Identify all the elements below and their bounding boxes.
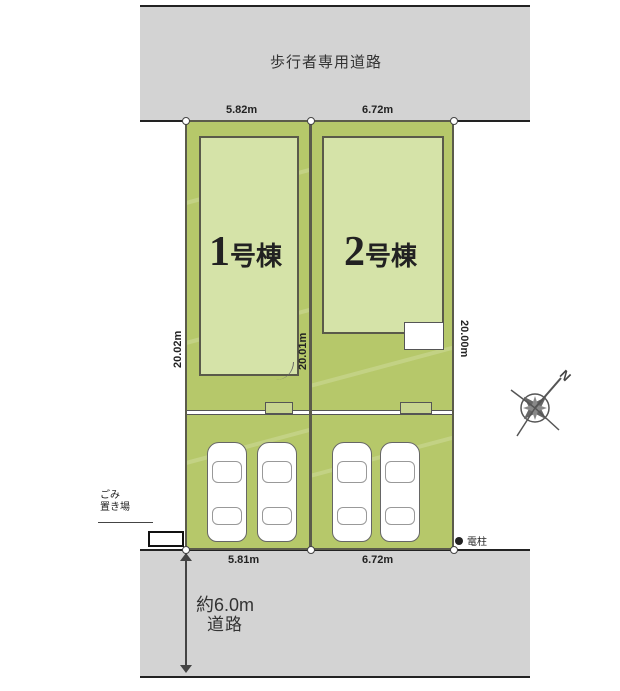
compass-rose-icon: N [510, 367, 574, 437]
house-2: 2号棟 [322, 136, 444, 334]
front-road: 約6.0m 道路 [140, 549, 530, 678]
fence-line [187, 410, 309, 415]
house-1-label: 1号棟 [209, 229, 283, 275]
utility-pole-label: 電柱 [467, 537, 487, 548]
lot-1-frontage-top: 5.82m [226, 104, 258, 116]
lot-2: 2号棟 [310, 120, 454, 550]
parking-car [332, 442, 372, 542]
lot-2-depth-right: 20.00m [458, 320, 470, 358]
garbage-area-box [148, 531, 184, 547]
lot-2-frontage-top: 6.72m [362, 104, 394, 116]
parking-car [380, 442, 420, 542]
lot-1: 1号棟 [185, 120, 311, 550]
boundary-pin [450, 546, 458, 554]
boundary-pin [307, 117, 315, 125]
boundary-pin [182, 546, 190, 554]
parking-car [257, 442, 297, 542]
road-width-label: 約6.0m [196, 595, 255, 615]
pedestrian-road: 歩行者専用道路 [140, 5, 530, 122]
boundary-pin [182, 117, 190, 125]
house-2-label: 2号棟 [344, 229, 418, 275]
boundary-pin [450, 117, 458, 125]
lot-1-frontage-bottom: 5.81m [228, 554, 260, 566]
gate [265, 402, 293, 414]
road-name-label: 道路 [207, 615, 244, 634]
front-road-label: 約6.0m 道路 [196, 595, 254, 635]
utility-pole-icon [455, 537, 463, 545]
lot-1-depth-left: 20.02m [172, 330, 184, 368]
fence-line [312, 410, 452, 415]
gate [400, 402, 432, 414]
boundary-pin [307, 546, 315, 554]
leader-line [98, 522, 153, 523]
door-swing-icon [275, 362, 294, 380]
arrow-down-icon [180, 665, 192, 673]
entrance-porch [404, 322, 444, 350]
house-1: 1号棟 [199, 136, 299, 376]
road-width-arrow [185, 553, 187, 671]
garbage-area-label: ごみ 置き場 [100, 490, 130, 513]
parking-car [207, 442, 247, 542]
svg-text:N: N [557, 367, 574, 384]
lot-2-frontage-bottom: 6.72m [362, 554, 394, 566]
lot-1-depth-right: 20.01m [297, 332, 309, 370]
pedestrian-road-label: 歩行者専用道路 [270, 54, 383, 71]
arrow-up-icon [180, 553, 192, 561]
